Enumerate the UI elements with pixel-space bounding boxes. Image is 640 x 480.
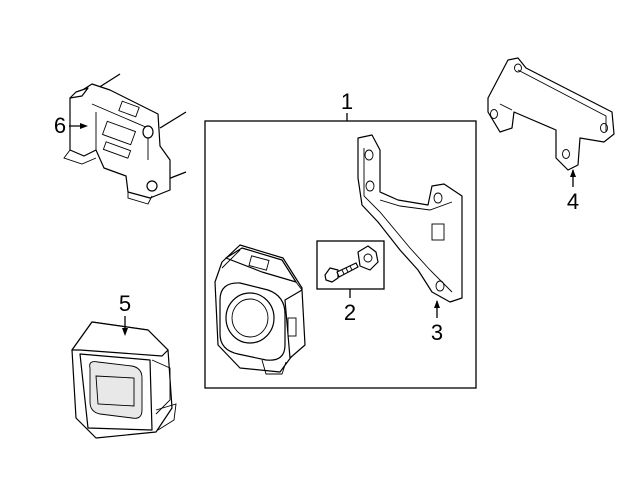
clip-nut-icon [357, 245, 379, 271]
bolt-icon [324, 262, 359, 283]
radar-sensor-icon [214, 244, 306, 375]
callout-5: 5 [119, 291, 131, 316]
arrowhead-6 [80, 123, 88, 129]
arrowhead-4 [570, 169, 576, 177]
sensor-bracket-icon [357, 134, 463, 303]
arrowhead-5 [122, 328, 128, 336]
callout-6: 6 [54, 113, 66, 138]
callout-4-group: 4 [567, 169, 579, 214]
assembly-group: 1 [204, 89, 477, 389]
callout-6-group: 6 [54, 113, 88, 138]
callout-4: 4 [567, 189, 579, 214]
bolt-kit-group: 2 [316, 240, 385, 325]
callout-1: 1 [341, 89, 353, 114]
callout-3-group: 3 [431, 300, 443, 345]
callout-3: 3 [431, 320, 443, 345]
module-bracket-icon [63, 73, 187, 205]
assembly-box [204, 120, 477, 389]
sensor-cover-icon [71, 321, 177, 439]
arrowhead-3 [434, 300, 440, 308]
callout-5-group: 5 [119, 291, 131, 336]
mounting-bracket-icon [487, 57, 615, 171]
callout-2: 2 [344, 300, 356, 325]
